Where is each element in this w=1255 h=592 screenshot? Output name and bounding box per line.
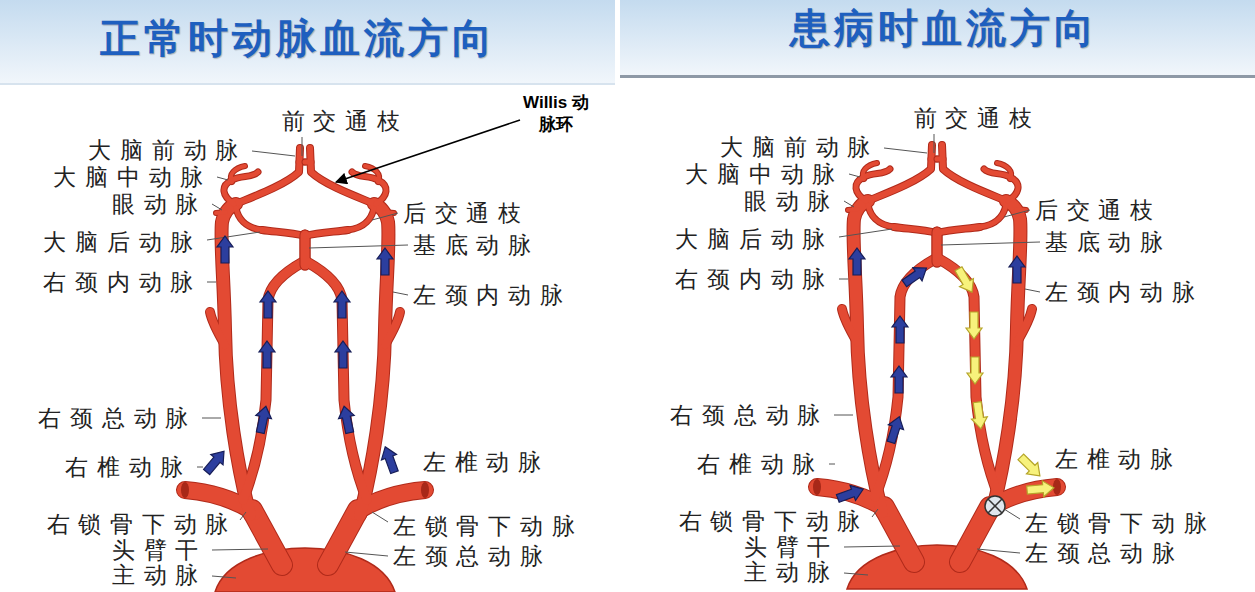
occlusion-cross	[988, 499, 1002, 513]
artery-label: 右锁骨下动脉	[47, 511, 237, 537]
artery-label: 左颈内动脉	[1045, 279, 1204, 305]
artery-label: 后交通枝	[1035, 197, 1162, 223]
artery-label: 左锁骨下动脉	[1025, 510, 1215, 536]
artery-label: 眼动脉	[112, 191, 207, 217]
artery-label: 左颈内动脉	[413, 282, 572, 308]
artery-label: 右颈内动脉	[43, 269, 202, 295]
artery-label: 右椎动脉	[65, 454, 192, 480]
flow-arrow	[201, 446, 231, 477]
flow-arrow	[1009, 256, 1025, 283]
reverse-flow-arrow	[1015, 451, 1045, 481]
artery-label: 头臂干	[744, 534, 839, 560]
flow-arrow	[892, 316, 908, 343]
artery-label: 主动脉	[744, 559, 839, 585]
flow-arrow	[900, 261, 931, 290]
callout-label: Willis 动脉环	[523, 92, 589, 136]
occlusion-circle	[985, 496, 1005, 516]
flow-arrow	[835, 482, 866, 506]
artery-label: 右颈总动脉	[670, 402, 829, 428]
reverse-flow-arrow	[967, 357, 983, 384]
artery-label: 右颈内动脉	[675, 266, 834, 292]
artery-label: 左颈总动脉	[1025, 540, 1184, 566]
artery-label: 基底动脉	[1045, 229, 1172, 255]
artery-label: 大脑前动脉	[88, 137, 247, 163]
occlusion-cross	[988, 499, 1002, 513]
panel-heading: 患病时血流方向	[790, 4, 1098, 52]
artery-label: 右椎动脉	[697, 451, 824, 477]
artery-label: 左锁骨下动脉	[393, 513, 583, 539]
artery-label: 大脑后动脉	[675, 226, 834, 252]
artery-label: 右颈总动脉	[38, 405, 197, 431]
flow-arrow	[336, 405, 357, 435]
artery-label: 头臂干	[112, 537, 207, 563]
flow-arrow	[378, 444, 402, 475]
flow-arrow	[260, 291, 276, 318]
flow-arrows	[201, 236, 1055, 506]
artery-label: 眼动脉	[744, 188, 839, 214]
artery-label: 大脑中动脉	[685, 161, 844, 187]
artery-label: 主动脉	[112, 562, 207, 588]
artery-label: 前交通枝	[914, 105, 1041, 131]
artery-label: 大脑中动脉	[53, 164, 212, 190]
flow-arrow	[217, 236, 233, 263]
reverse-flow-arrow	[966, 312, 982, 339]
flow-arrow	[891, 366, 907, 393]
artery-label: 左颈总动脉	[393, 543, 552, 569]
reverse-flow-arrow	[1026, 480, 1054, 498]
title-band: 正常时动脉血流方向	[0, 0, 615, 85]
reverse-flow-arrow	[969, 401, 989, 430]
artery-label: 前交通枝	[282, 108, 409, 134]
artery-label: 大脑前动脉	[720, 134, 879, 160]
artery-label: 左椎动脉	[1055, 446, 1182, 472]
artery-label: 左椎动脉	[423, 449, 550, 475]
flow-arrow	[883, 414, 907, 445]
flow-arrow	[335, 341, 351, 368]
reverse-flow-arrow	[952, 265, 979, 296]
flow-arrow	[259, 341, 275, 368]
title-band: 患病时血流方向	[620, 0, 1255, 78]
artery-label: 大脑后动脉	[43, 229, 202, 255]
artery-label: 后交通枝	[403, 200, 530, 226]
occlusion-symbol	[985, 496, 1005, 516]
flow-arrow	[849, 248, 865, 275]
artery-label: 右锁骨下动脉	[679, 508, 869, 534]
flow-arrow	[334, 291, 350, 318]
panel-heading: 正常时动脉血流方向	[100, 14, 496, 62]
artery-label: 基底动脉	[413, 232, 540, 258]
flow-arrow	[252, 405, 273, 435]
flow-arrow	[377, 248, 393, 275]
